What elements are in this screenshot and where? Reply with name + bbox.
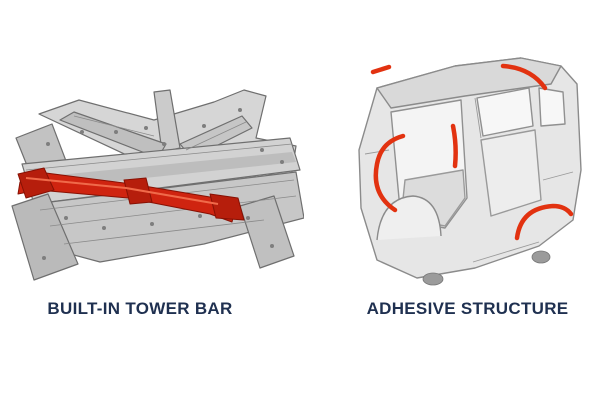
tower-bar-figure [4, 86, 304, 286]
adhesive-structure-label: ADHESIVE STRUCTURE [366, 299, 569, 318]
tower-bar-label: BUILT-IN TOWER BAR [47, 299, 233, 318]
car-frame-drawing [11, 89, 304, 281]
tower-bar-gloss [25, 177, 219, 205]
stand-casters [422, 250, 551, 286]
tower-bar-highlight [17, 167, 245, 223]
frame-detail-lines [25, 115, 297, 245]
body-shell [358, 57, 582, 279]
body-detail-lines [364, 97, 574, 263]
spot-weld-dots [42, 108, 284, 260]
adhesive-figure [325, 50, 595, 295]
adhesive-lines-highlight [370, 63, 574, 241]
car-body-drawing [358, 57, 582, 286]
